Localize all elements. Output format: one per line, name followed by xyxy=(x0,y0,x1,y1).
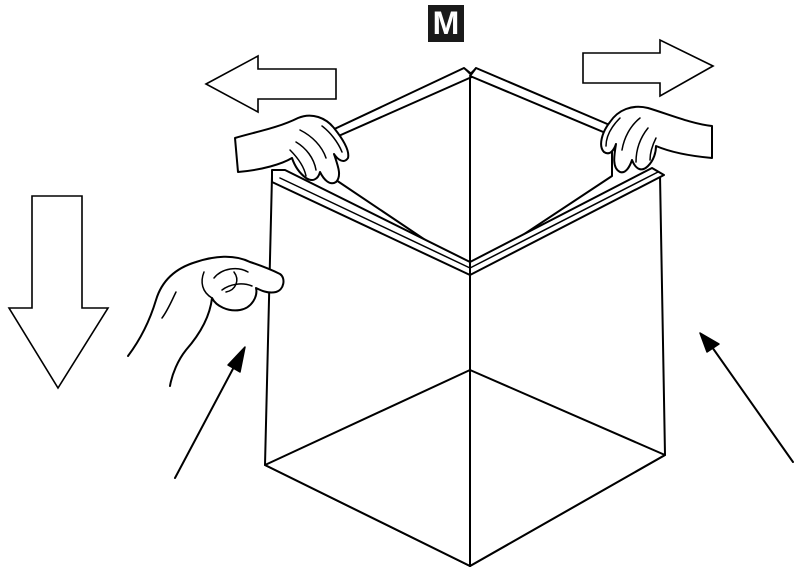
box-back-corner xyxy=(463,67,477,75)
hand-icon xyxy=(127,255,285,387)
arrow-right-outline-icon xyxy=(582,38,715,98)
box-rim-front-left-line xyxy=(279,177,471,269)
box-rim-front-right xyxy=(469,167,665,276)
pointer-arrow-icon xyxy=(699,332,794,463)
hand-icon xyxy=(600,105,713,174)
hand-icon xyxy=(234,114,350,185)
arrow-left-outline-icon xyxy=(204,54,337,114)
box xyxy=(264,67,666,567)
pointer-arrow-icon xyxy=(174,346,246,479)
box-rim-front-right-line xyxy=(469,171,659,269)
box-floor-edge-left xyxy=(264,369,471,466)
figure-label: M xyxy=(428,5,464,42)
box-floor-edge-right xyxy=(469,369,666,456)
arrow-down-outline-icon xyxy=(7,195,110,390)
